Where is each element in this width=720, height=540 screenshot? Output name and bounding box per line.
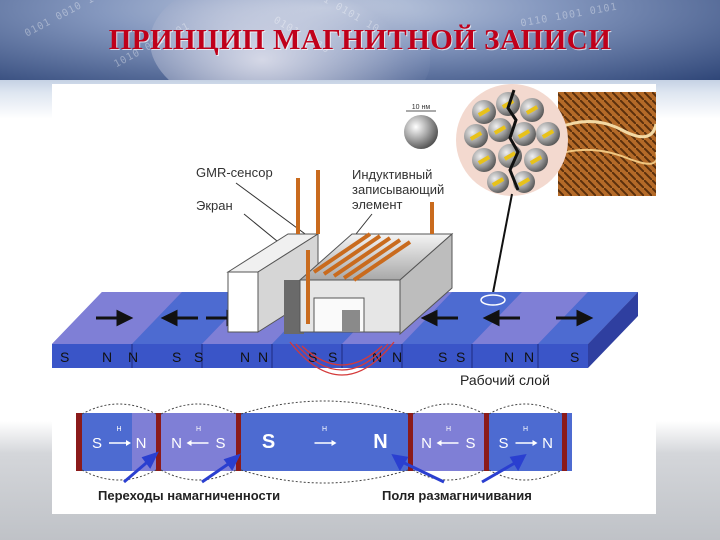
medium-domain: [472, 292, 588, 344]
scale-sphere: 10 нм: [404, 104, 438, 149]
field-arrow-head: [532, 440, 538, 446]
gmr-sensor: [284, 280, 304, 334]
medium-pole-label: N: [258, 349, 268, 365]
gmr-sensor-label: GMR-сенсор: [196, 165, 273, 180]
inductive-label-line1: Индуктивный: [352, 167, 432, 182]
field-label: H: [322, 426, 327, 433]
field-label: H: [523, 426, 528, 433]
medium-pole-label: S: [570, 349, 579, 365]
hand-image: [150, 0, 430, 80]
cell-pole-label: S: [92, 435, 102, 452]
inductive-label-line2: записывающий: [352, 182, 444, 197]
head-labels: GMR-сенсор Экран Индуктивный записывающи…: [196, 165, 444, 251]
field-label: H: [116, 426, 121, 433]
medium-pole-label: N: [392, 349, 402, 365]
field-arrow-head: [186, 440, 192, 446]
cell-pole-label: N: [421, 435, 432, 452]
medium-pole-label: S: [456, 349, 465, 365]
field-label: H: [196, 426, 201, 433]
recording-head: [226, 170, 454, 336]
cell-pole-label: S: [465, 435, 475, 452]
cell-pole-label: N: [171, 435, 182, 452]
transitions-label: Переходы намагниченности: [98, 488, 280, 503]
pointer-arrows: [123, 451, 527, 484]
field-label: H: [446, 426, 451, 433]
diagram-figure: 10 нм GMR-сенсор Экран Индуктивный запис…: [52, 84, 658, 514]
medium-pole-label: S: [328, 349, 337, 365]
cell-pole-label: S: [215, 435, 225, 452]
header-background: 0101 0010 1101 1010 0110 01 0101 1010 10…: [0, 0, 720, 80]
field-arrow-head: [331, 440, 337, 446]
write-field-lines: [289, 341, 395, 376]
magnetization-arrow: [556, 309, 594, 327]
grain-inset: [456, 84, 568, 299]
medium-pole-label: S: [60, 349, 69, 365]
field-arrow-head: [436, 440, 442, 446]
cell-pole-label: S: [262, 431, 275, 453]
cell-pole-label: N: [373, 431, 387, 453]
medium-pole-label: S: [308, 349, 317, 365]
medium-pole-label: N: [102, 349, 112, 365]
field-arrow-head: [126, 440, 131, 446]
medium-pole-label: S: [438, 349, 447, 365]
microscopy-image: [557, 92, 658, 196]
magnetization-arrow: [420, 309, 458, 327]
magnetization-arrow: [160, 309, 198, 327]
cell-pole-label: N: [136, 435, 147, 452]
medium-pole-label: N: [372, 349, 382, 365]
medium-pole-label: S: [194, 349, 203, 365]
inductive-label-line3: элемент: [352, 197, 403, 212]
medium-pole-label: N: [240, 349, 250, 365]
magnetic-recording-diagram: 10 нм GMR-сенсор Экран Индуктивный запис…: [52, 84, 658, 503]
shield-label: Экран: [196, 198, 233, 213]
medium-pole-label: N: [128, 349, 138, 365]
lead-wires: [296, 170, 434, 324]
cell-pole-label: N: [542, 435, 553, 452]
slide-title: ПРИНЦИП МАГНИТНОЙ ЗАПИСИ: [108, 24, 612, 56]
demag-fields-label: Поля размагничивания: [382, 488, 532, 503]
bottom-schematic: S N H N S H S N H N S H S N H Переходы намагниченности…: [76, 400, 592, 503]
cell-pole-label: S: [498, 435, 508, 452]
magnetization-arrow: [96, 309, 134, 327]
medium-pole-label: N: [524, 349, 534, 365]
scale-label: 10 нм: [412, 104, 431, 111]
coil: [312, 232, 412, 282]
working-layer-label: Рабочий слой: [460, 372, 550, 388]
magnetization-transitions: [76, 413, 567, 471]
grain-highlight: [480, 294, 506, 306]
demag-field-lines: [81, 400, 563, 484]
medium-pole-label: S: [172, 349, 181, 365]
magnetization-arrow: [482, 309, 520, 327]
medium-pole-label: N: [504, 349, 514, 365]
